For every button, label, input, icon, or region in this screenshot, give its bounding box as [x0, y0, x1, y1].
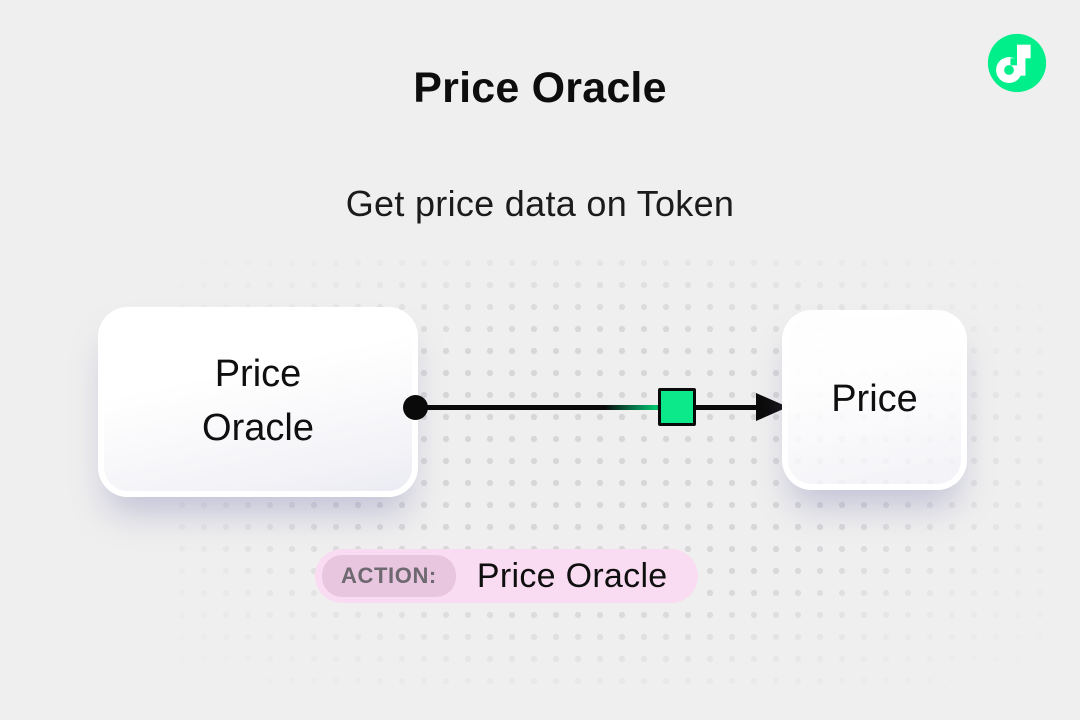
node-price-oracle-label: Price Oracle: [202, 353, 314, 449]
action-badge: ACTION: Price Oracle: [315, 549, 698, 603]
action-badge-label: ACTION:: [322, 555, 456, 597]
action-badge-value: Price Oracle: [476, 556, 668, 595]
flow-logo-icon: [987, 33, 1047, 93]
page-subtitle: Get price data on Token: [345, 183, 735, 224]
node-price-oracle[interactable]: Price Oracle: [98, 307, 418, 497]
connector-line: [415, 405, 760, 410]
connector-marker-square: [658, 388, 696, 426]
page-title: Price Oracle: [413, 64, 667, 112]
node-price[interactable]: Price: [782, 310, 967, 490]
node-price-label: Price: [831, 378, 918, 421]
